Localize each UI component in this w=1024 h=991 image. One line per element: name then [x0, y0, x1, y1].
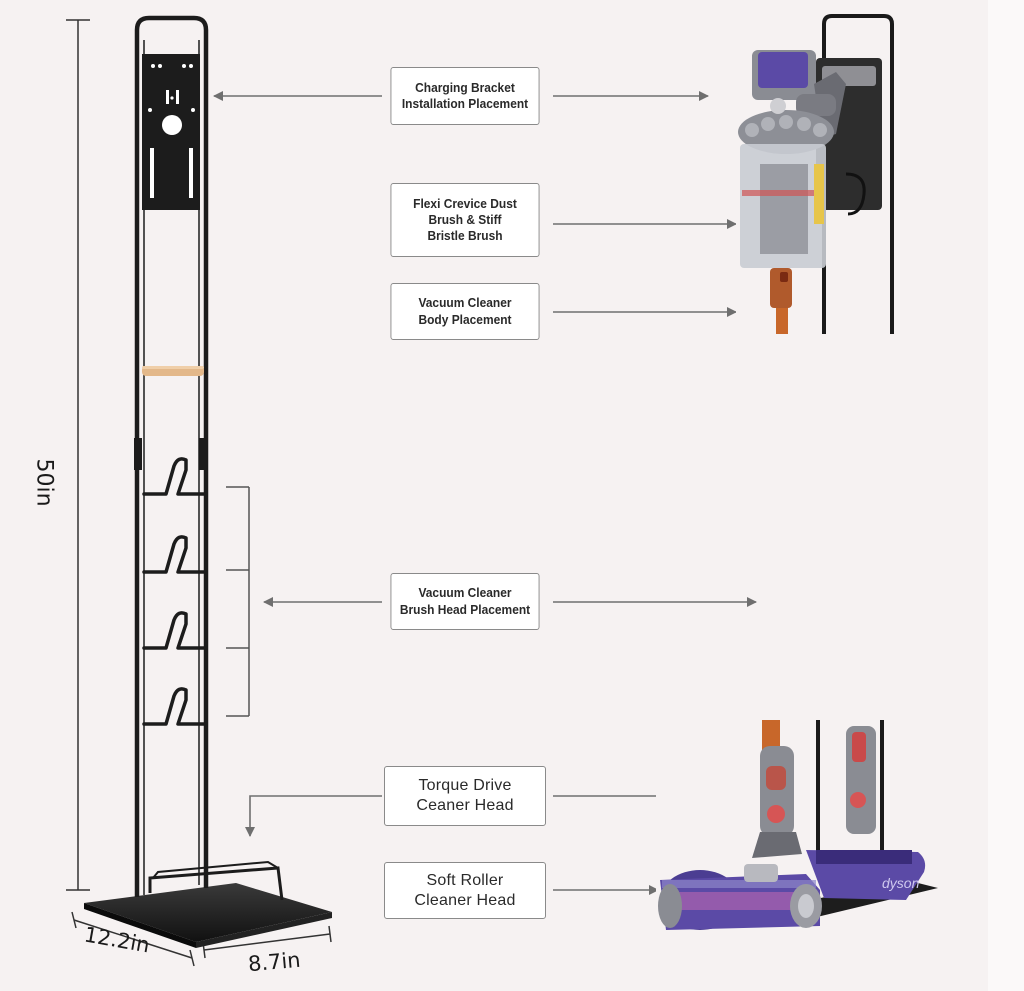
- label-soft-roller: Soft Roller Cleaner Head: [384, 862, 546, 919]
- label-brush-head: Vacuum Cleaner Brush Head Placement: [390, 573, 540, 630]
- label-line: Charging Bracket: [415, 79, 515, 95]
- width-dimension-label: 8.7in: [247, 947, 302, 977]
- label-line: Vacuum Cleaner: [418, 295, 512, 311]
- label-line: Flexi Crevice Dust: [413, 195, 517, 211]
- brand-text: dyson: [882, 875, 920, 891]
- label-line: Brush & Stiff: [428, 211, 502, 227]
- label-line: Vacuum Cleaner: [418, 585, 512, 601]
- label-torque-drive: Torque Drive Ceaner Head: [384, 766, 546, 826]
- depth-dimension-line: [71, 911, 195, 967]
- height-dimension-line: [66, 19, 90, 891]
- label-body-placement: Vacuum Cleaner Body Placement: [390, 283, 540, 340]
- arrow-torque-down: [245, 795, 382, 837]
- label-line: Soft Roller: [426, 871, 504, 889]
- stand-base: [84, 883, 332, 942]
- label-line: Ceaner Head: [416, 797, 514, 814]
- label-flexi-crevice: Flexi Crevice Dust Brush & Stiff Bristle…: [390, 183, 540, 257]
- label-line: Torque Drive: [418, 777, 512, 794]
- label-charging-bracket: Charging Bracket Installation Placement: [390, 67, 540, 125]
- label-line: Installation Placement: [401, 96, 529, 111]
- cleaner-heads-photo: dyson: [656, 720, 946, 946]
- label-line: Cleaner Head: [414, 891, 516, 909]
- vacuum-body-photo: [736, 14, 896, 334]
- label-line: Brush Head Placement: [399, 601, 531, 617]
- brush-head-bracket-line: [226, 486, 250, 717]
- vacuum-stand: [84, 15, 332, 948]
- label-line: Body Placement: [418, 311, 512, 327]
- label-line: Bristle Brush: [427, 228, 503, 244]
- height-dimension-label: 50in: [31, 458, 57, 507]
